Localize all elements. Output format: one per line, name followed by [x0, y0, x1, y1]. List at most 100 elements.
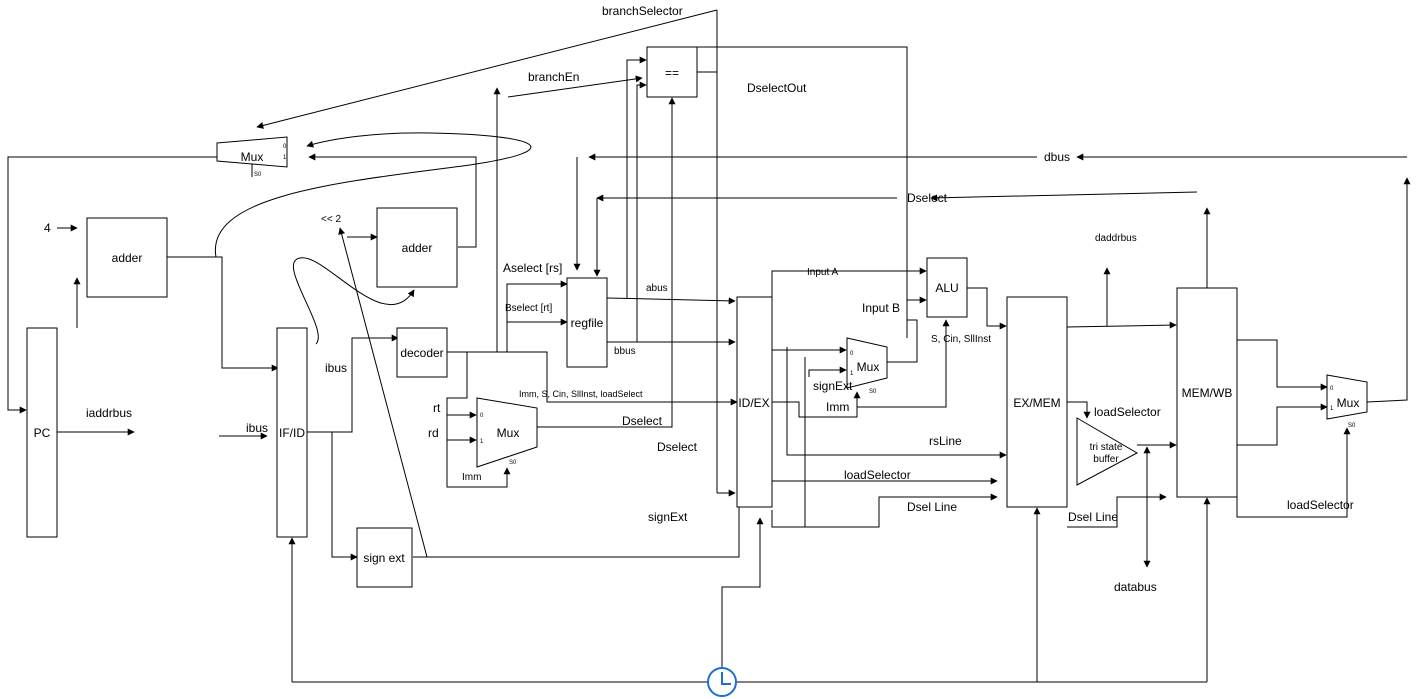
signext-alu-label: signExt — [813, 379, 853, 393]
tristate-buffer: tri state buffer — [1076, 417, 1139, 486]
pc-mux-label: Mux — [241, 150, 264, 164]
wire-alu-out — [967, 287, 1007, 330]
signext-low-label: signExt — [648, 510, 688, 524]
wire-ifid-to-decoder — [307, 334, 399, 433]
comparator-label: == — [665, 66, 679, 80]
pc-mux-sel: S0 — [254, 172, 262, 178]
pc-block: PC — [26, 327, 58, 538]
wire-ifid-to-signext — [307, 431, 358, 561]
wire-memwb-to-mux-0 — [1237, 339, 1328, 391]
wire-exmem-to-memwb — [1066, 321, 1177, 329]
wire-abus — [606, 297, 736, 305]
bselect-label: Bselect [rt] — [505, 303, 552, 314]
wire-signext-to-mux — [808, 366, 847, 377]
pc-adder-block: adder — [86, 217, 168, 298]
alu-mux: Mux 0 1 S0 — [846, 337, 888, 395]
wire-clock-idex — [721, 517, 764, 682]
databus-label: databus — [1114, 580, 1157, 594]
ctrl-bundle-label: Imm, S, Cin, SllInst, loadSelect — [519, 389, 643, 399]
dsel-mux: Mux 0 1 S0 — [476, 397, 538, 468]
branch-adder-block: adder — [376, 207, 458, 288]
wire-dselect-top — [930, 191, 1198, 202]
dselect-top-label: Dselect — [907, 191, 948, 205]
alu-block: ALU — [926, 257, 968, 318]
rd-label: rd — [428, 426, 439, 440]
wire-decoder-to-mux — [446, 352, 511, 488]
branchen-label: branchEn — [528, 70, 579, 84]
signal-labels: branchSelector branchEn DselectOut dbus … — [44, 4, 1354, 594]
loadselector-mid-label: loadSelector — [844, 468, 911, 482]
daddrbus-label: daddrbus — [1095, 233, 1137, 244]
dsel-mux-sel: S0 — [509, 460, 517, 466]
sign-ext-block: sign ext — [356, 527, 413, 588]
loadselector-right-label: loadSelector — [1287, 498, 1354, 512]
wire-exmem-to-tristate — [1067, 401, 1091, 419]
wire-squiggle — [292, 257, 415, 345]
tristate-label-2: buffer — [1093, 454, 1119, 465]
sign-ext-label: sign ext — [363, 551, 405, 565]
aselect-label: Aselect [rs] — [503, 261, 562, 275]
wire-aselect — [506, 280, 568, 352]
wire-adder-to-ifid — [167, 256, 279, 372]
wire-mux-to-alu — [887, 296, 927, 363]
alu-mux-pin0: 0 — [850, 351, 854, 357]
dsel-line-1-label: Dsel Line — [907, 500, 957, 514]
dsel-mux-pin0: 0 — [480, 413, 484, 419]
alu-ctrl-label: S, Cin, SllInst — [931, 334, 991, 345]
wb-mux-label: Mux — [1337, 396, 1360, 410]
wire-abus-to-cmp — [626, 56, 647, 298]
wires — [7, 9, 1411, 683]
wire-dsel-line-2 — [1067, 493, 1167, 528]
input-a-label: Input A — [807, 267, 838, 278]
abus-label: abus — [646, 283, 668, 294]
wire-mux-to-pc — [7, 156, 217, 414]
wire-branchselector — [256, 9, 718, 129]
imm-mux-label: Imm — [462, 472, 481, 483]
loadselector-top-label: loadSelector — [1094, 405, 1161, 419]
dbus-label: dbus — [1044, 150, 1070, 164]
input-b-label: Input B — [862, 301, 900, 315]
wire-adder-curve — [214, 132, 532, 258]
wb-mux-pin1: 1 — [1330, 406, 1334, 412]
ibus-top-label: ibus — [325, 361, 347, 375]
wire-rsline — [786, 347, 1007, 459]
wire-signext-to-shift — [338, 227, 428, 558]
ex-mem-register: EX/MEM — [1006, 296, 1068, 508]
wire-signext-to-idex — [413, 497, 740, 558]
dsel-mux-label: Mux — [497, 426, 520, 440]
ibus-left-label: ibus — [246, 421, 268, 435]
regfile-block: regfile — [566, 277, 608, 368]
alu-mux-pin1: 1 — [850, 371, 854, 377]
alu-mux-sel: S0 — [869, 389, 877, 395]
clock-icon — [707, 667, 737, 697]
mem-wb-register: MEM/WB — [1176, 287, 1238, 498]
dselect-low-label: Dselect — [657, 440, 698, 454]
branchselector-label: branchSelector — [602, 4, 683, 18]
wire-wbmux-out — [1366, 177, 1411, 403]
wire-ctrl-to-cmp — [697, 46, 908, 338]
pc-label: PC — [34, 426, 51, 440]
shift-label: << 2 — [321, 214, 341, 225]
four-label: 4 — [44, 221, 51, 235]
alu-mux-label: Mux — [857, 360, 880, 374]
id-ex-register: ID/EX — [736, 296, 773, 508]
pc-mux: Mux 0 1 S0 — [216, 136, 288, 178]
pc-mux-pin0: 0 — [283, 144, 287, 150]
wire-memwb-loadsel — [1236, 427, 1351, 518]
pc-mux-pin1: 1 — [283, 155, 287, 161]
mem-wb-label: MEM/WB — [1182, 386, 1233, 400]
pc-adder-label: adder — [112, 251, 143, 265]
wire-branchen-to-cmp — [507, 75, 643, 98]
if-id-label: IF/ID — [279, 426, 305, 440]
id-ex-label: ID/EX — [738, 396, 769, 410]
wire-dsel-line — [771, 493, 998, 528]
decoder-label: decoder — [400, 346, 443, 360]
wire-ctrl-bundle — [447, 351, 738, 406]
rsline-label: rsLine — [929, 434, 962, 448]
dselectout-label: DselectOut — [747, 81, 807, 95]
if-id-register: IF/ID — [276, 327, 308, 538]
comparator-block: == — [646, 46, 698, 98]
dselect-mid-label: Dselect — [622, 414, 663, 428]
branch-adder-label: adder — [402, 241, 433, 255]
